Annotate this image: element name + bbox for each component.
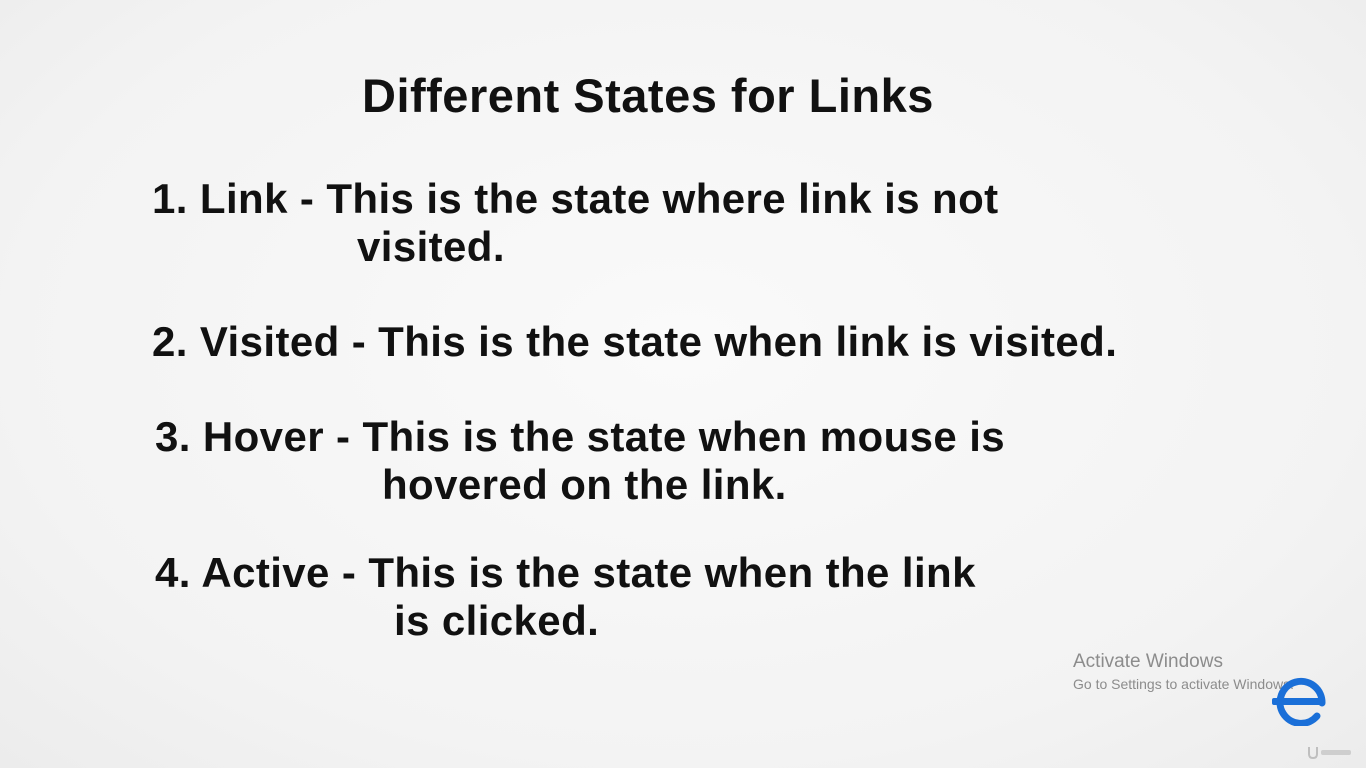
watermark-subtitle: Go to Settings to activate Windows. (1073, 676, 1294, 692)
list-item-line: 4. Active - This is the state when the l… (155, 549, 976, 596)
list-item-active: 4. Active - This is the state when the l… (155, 549, 976, 644)
list-item-continuation: is clicked. (394, 597, 600, 644)
list-item-line: 1. Link - This is the state where link i… (152, 175, 999, 222)
slide-title: Different States for Links (362, 69, 934, 122)
watermark-title: Activate Windows (1073, 651, 1223, 672)
list-item-continuation: visited. (357, 223, 505, 270)
list-item-continuation: hovered on the link. (382, 461, 787, 508)
video-watermark-icon (1308, 747, 1351, 760)
list-item-visited: 2. Visited - This is the state when link… (152, 318, 1117, 366)
activate-windows-watermark: Activate Windows Go to Settings to activ… (1073, 651, 1294, 693)
edu-e-logo-icon (1272, 677, 1326, 726)
list-item-link: 1. Link - This is the state where link i… (152, 175, 999, 270)
list-item-line: 3. Hover - This is the state when mouse … (155, 413, 1006, 460)
list-item-line: 2. Visited - This is the state when link… (152, 318, 1118, 365)
list-item-hover: 3. Hover - This is the state when mouse … (155, 413, 1006, 508)
